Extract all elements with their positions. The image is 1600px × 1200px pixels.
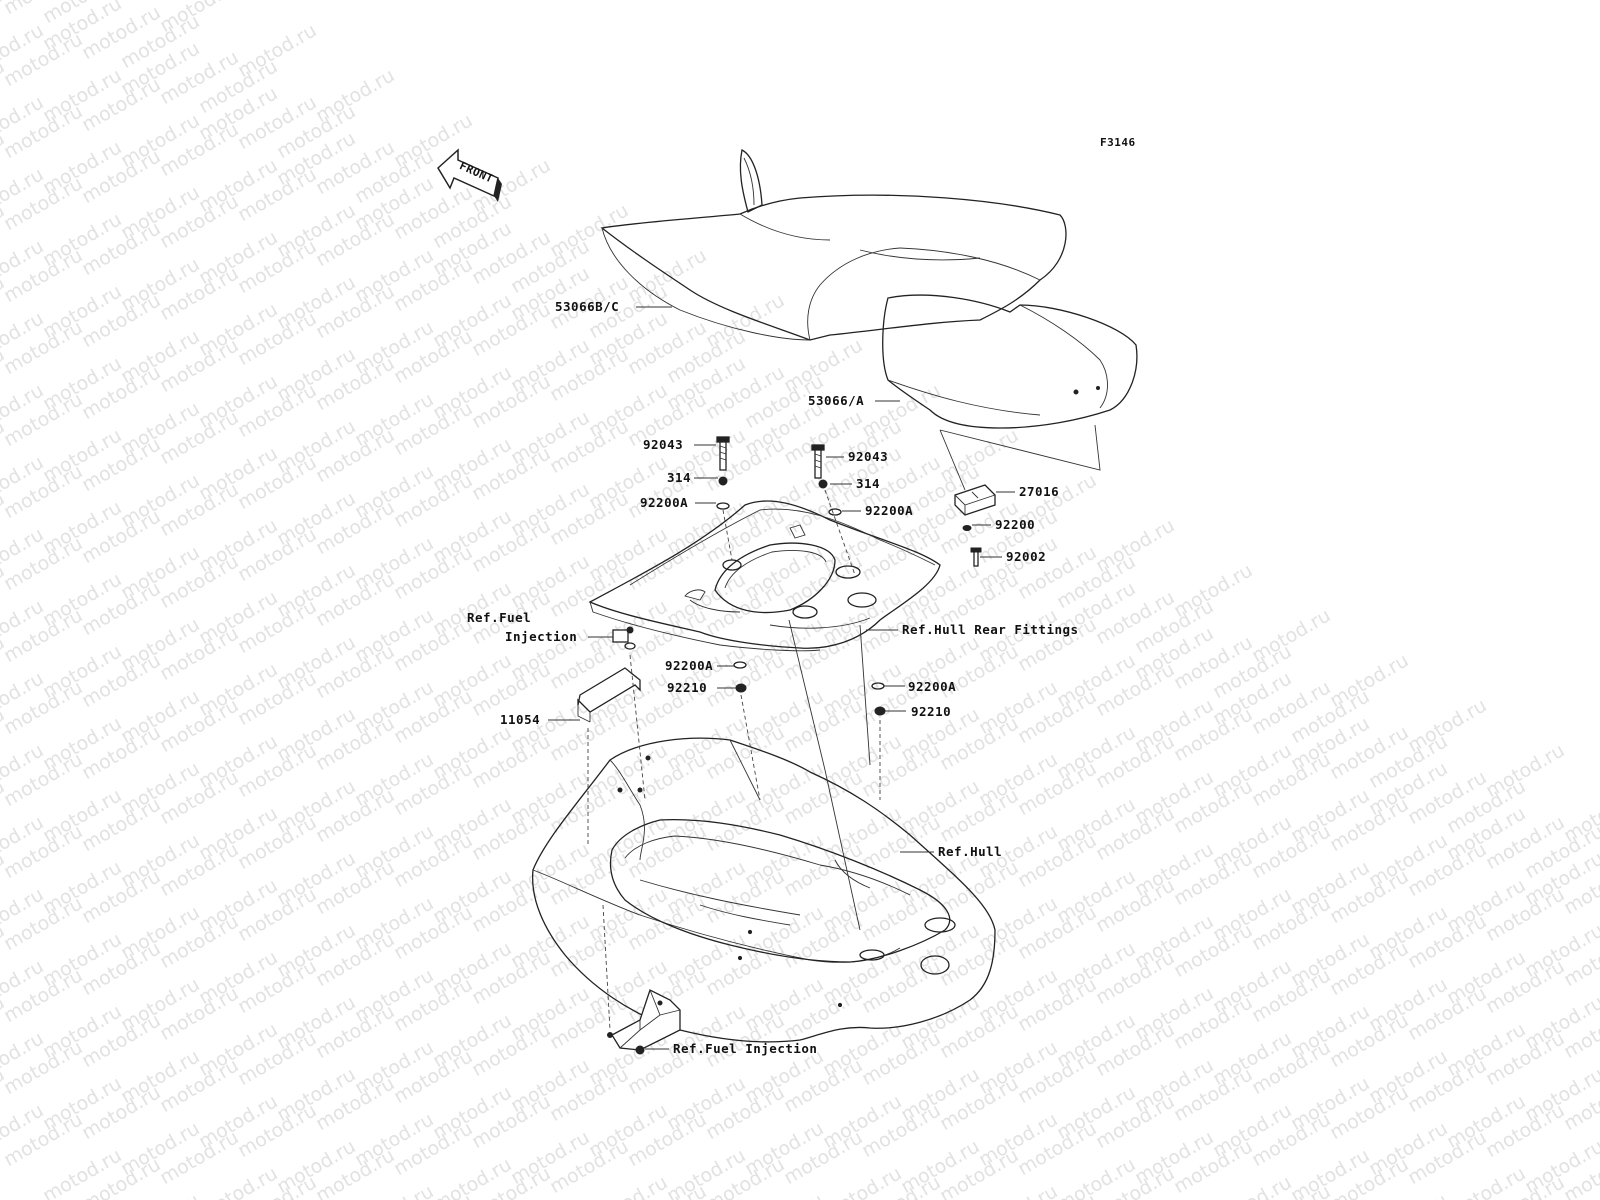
seat-base-tray-part [588,500,941,652]
callout-ref-fuel-injection-lower: Ref.Fuel Injection [673,1041,817,1056]
callout-314-left: 314 [667,470,691,485]
callout-27016: 27016 [1019,484,1059,499]
bracket-11054-part [577,667,641,723]
callout-ref-hull-rear-fittings: Ref.Hull Rear Fittings [902,622,1079,637]
callout-ref-fuel-injection-label-2: Injection [505,629,577,644]
front-seat-part [600,149,1067,341]
callout-92043-right: 92043 [848,449,888,464]
figure-code: F3146 [1100,136,1136,149]
mid-washer-nut [733,661,747,693]
fuel-injection-bracket-part [607,989,681,1055]
callout-92200a-mid: 92200A [665,658,713,673]
right-bolt-stack [811,444,856,576]
seat-latch-part [954,484,996,567]
callout-92200a-low: 92200A [908,679,956,694]
callout-ref-hull: Ref.Hull [938,844,1002,859]
callout-ref-fuel-injection-label: Ref.Fuel [467,610,531,625]
callout-314-right: 314 [856,476,880,491]
callout-11054: 11054 [500,712,540,727]
front-arrow-icon: FRONT [437,148,502,202]
callout-92210-mid: 92210 [667,680,707,695]
rear-seat-part [882,294,1138,429]
callout-92002: 92002 [1006,549,1046,564]
callout-92200a-left: 92200A [640,495,688,510]
callout-53066bc: 53066B/C [555,299,619,314]
callout-92200a-right: 92200A [865,503,913,518]
callout-53066a: 53066/A [808,393,864,408]
callout-92200: 92200 [995,517,1035,532]
callout-92210-low: 92210 [911,704,951,719]
hull-part [531,737,996,1043]
left-bolt-stack [716,436,733,561]
callout-92043-left: 92043 [643,437,683,452]
low-washer-nut [871,682,886,716]
